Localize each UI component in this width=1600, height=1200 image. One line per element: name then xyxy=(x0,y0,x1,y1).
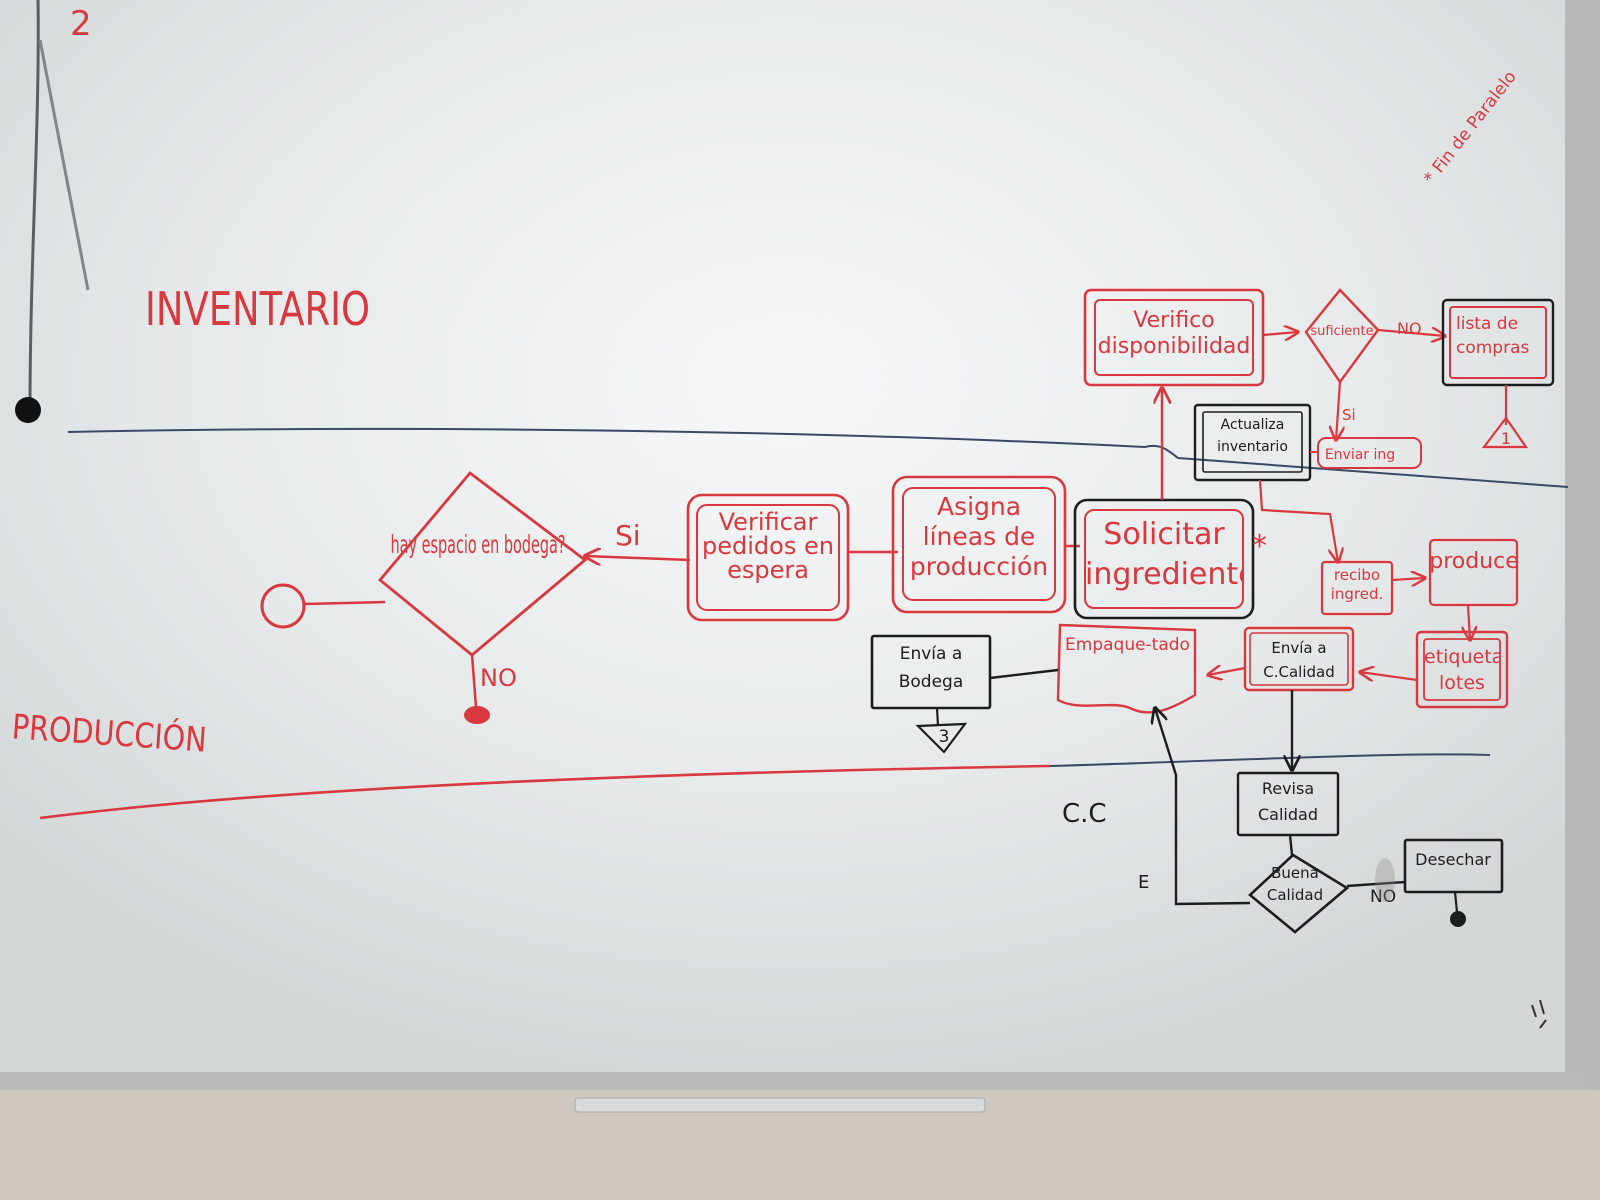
end-node-desechar xyxy=(1450,911,1466,927)
hanging-cord-loop xyxy=(38,39,90,291)
box-verificar-pedidos: Verificar pedidos en espera xyxy=(686,493,850,622)
connector-si-enviar xyxy=(1336,381,1340,440)
no-branch-line xyxy=(470,654,478,708)
box-empaquetado: Empaque-tado xyxy=(1056,623,1197,714)
end-node-no xyxy=(464,706,490,724)
box-envia-calidad: Envía a C.Calidad xyxy=(1243,626,1355,692)
lane-title-cc: C.C xyxy=(1062,799,1107,829)
produce-label: produce xyxy=(1429,549,1519,574)
label-e: E xyxy=(1138,872,1149,893)
box-etiqueta-lotes: etiqueta lotes xyxy=(1415,630,1509,709)
label-no-bottom: NO xyxy=(1370,887,1396,907)
start-connector xyxy=(303,600,386,606)
connector-buena-empaquetado xyxy=(1155,708,1251,906)
offpage-connector-3: 3 xyxy=(915,722,968,754)
suficiente-label: suficiente xyxy=(1310,324,1373,339)
lista-compras-label: lista de compras xyxy=(1456,314,1530,358)
board-frame-right xyxy=(1565,0,1600,1090)
label-no: NO xyxy=(480,664,517,692)
connector-empaquetado-bodega xyxy=(989,668,1059,680)
connector-no-lista xyxy=(1377,330,1445,336)
box-solicitar-ingredientes: Solicitar ingredientes xyxy=(1073,498,1255,620)
asterisk-mark: * xyxy=(1252,529,1267,564)
lane-divider-produccion-blue xyxy=(1049,753,1491,767)
offpage-connector-1: 1 xyxy=(1481,416,1529,449)
si-branch-line xyxy=(585,556,691,560)
desechar-label: Desechar xyxy=(1415,850,1491,869)
envia-bodega-label: Envía a Bodega xyxy=(898,644,964,692)
lane-divider-produccion-red xyxy=(39,764,1051,820)
whiteboard-surface xyxy=(0,0,1575,1085)
verifico-label: Verifico disponibilidad xyxy=(1097,308,1251,359)
connector-recibo-produce xyxy=(1391,578,1425,580)
scribble-marks xyxy=(1531,999,1547,1029)
lane-divider-inventario xyxy=(67,427,1569,488)
box-enviar-ing: Enviar ing xyxy=(1317,437,1422,469)
box-revisa-calidad: Revisa Calidad xyxy=(1236,771,1340,837)
solicitar-label: Solicitar ingredientes xyxy=(1085,517,1243,592)
connector-envia-empaquetado xyxy=(1208,668,1246,675)
svg-text:1: 1 xyxy=(1501,429,1511,448)
box-desechar: Desechar xyxy=(1403,838,1504,894)
start-node xyxy=(260,583,306,629)
connector-bodega-3 xyxy=(935,707,940,727)
revisa-label: Revisa Calidad xyxy=(1258,779,1318,824)
connector-revisa-buena xyxy=(1288,834,1294,856)
decision-buena-calidad: Buena Calidad xyxy=(1248,853,1350,934)
buena-calidad-label: Buena Calidad xyxy=(1266,864,1324,904)
connector-verifico-suficiente xyxy=(1262,332,1298,335)
connector-produce-etiqueta xyxy=(1468,604,1470,640)
lane-title-inventario: INVENTARIO xyxy=(145,282,370,336)
hanging-cord xyxy=(28,0,40,411)
actualiza-label: Actualiza inventario xyxy=(1217,417,1288,455)
box-asigna-lineas: Asigna líneas de producción xyxy=(891,475,1067,614)
verificar-pedidos-label: Verificar pedidos en espera xyxy=(702,510,834,584)
etiqueta-label: etiqueta lotes xyxy=(1424,646,1500,694)
smudge xyxy=(1375,858,1395,902)
connector-buena-desechar xyxy=(1346,880,1406,888)
asigna-lineas-label: Asigna líneas de producción xyxy=(909,492,1049,581)
label-no-top: NO xyxy=(1397,319,1422,338)
box-produce: produce xyxy=(1428,538,1519,607)
box-verifico-disponibilidad: Verifico disponibilidad xyxy=(1083,288,1265,387)
connector-desechar-end xyxy=(1453,891,1459,913)
connector-to-recibo xyxy=(1258,479,1338,562)
corner-mark: 2 xyxy=(70,4,92,44)
recibo-label: recibo ingred. xyxy=(1330,566,1384,603)
connector-etiqueta-envia xyxy=(1360,672,1418,680)
magnet-pin xyxy=(15,397,41,423)
box-actualiza-inventario: Actualiza inventario xyxy=(1193,403,1312,482)
enviar-ing-label: Enviar ing xyxy=(1325,447,1395,463)
envia-calidad-label: Envía a C.Calidad xyxy=(1263,639,1335,681)
empaquetado-label: Empaque-tado xyxy=(1065,635,1190,655)
box-envia-bodega: Envía a Bodega xyxy=(870,634,992,710)
decision-espacio-label: hay espacio en bodega? xyxy=(391,530,566,559)
board-frame-bottom xyxy=(0,1072,1585,1090)
label-si: Si xyxy=(615,519,641,552)
box-lista-compras: lista de compras xyxy=(1441,298,1555,387)
box-recibo-ingred: recibo ingred. xyxy=(1320,560,1394,616)
marker-tray xyxy=(574,1097,986,1113)
decision-espacio-bodega: hay espacio en bodega? xyxy=(378,471,588,657)
svg-text:3: 3 xyxy=(939,727,950,747)
label-si-small: Si xyxy=(1342,406,1356,424)
